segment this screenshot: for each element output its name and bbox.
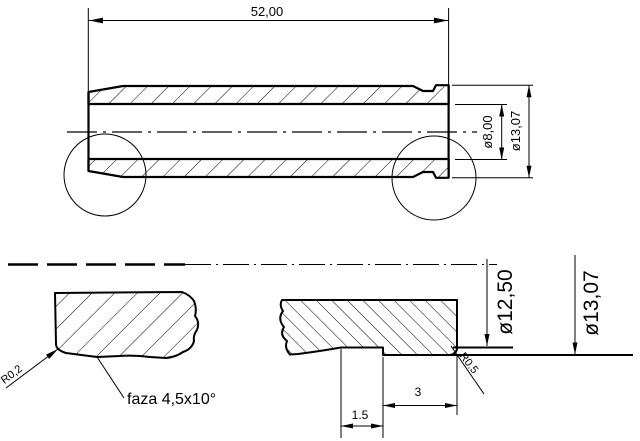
- chamfer-label: faza 4,5x10°: [127, 391, 216, 408]
- ramp-length-dimension: 1.5: [340, 349, 383, 438]
- arrowhead-top: [526, 85, 532, 98]
- part-upper-wall: [87, 84, 450, 106]
- arrowhead-right: [371, 423, 383, 429]
- arrowhead-bottom: [499, 147, 505, 160]
- bore-diameter-dimension: ø8,00: [455, 104, 507, 160]
- groove-diameter-label: ø12,50: [494, 269, 517, 334]
- arrowhead-right: [445, 403, 457, 408]
- detail-left-body: [54, 291, 200, 359]
- detail-view-left: R0,2 faza 4,5x10°: [0, 291, 216, 408]
- length-label: 52,00: [251, 4, 284, 19]
- detail-right-body: [279, 299, 458, 356]
- groove-length-label: 3: [415, 385, 422, 399]
- arrowhead-left: [341, 423, 353, 429]
- arrowhead: [46, 349, 58, 359]
- arrowhead-down: [484, 334, 490, 346]
- outer-diameter-label-detail: ø13,07: [580, 270, 603, 335]
- corner-radius-callout: R0,2: [0, 348, 59, 389]
- length-dimension: 52,00: [87, 4, 450, 91]
- outer-diameter-label: ø13,07: [508, 111, 523, 151]
- chamfer-callout: faza 4,5x10°: [96, 356, 216, 408]
- outer-diameter-dimension-top: ø13,07: [452, 84, 533, 179]
- detail-circle-left: [63, 133, 147, 217]
- arrowhead-right: [434, 17, 448, 24]
- detail-view-right: R0.5 3 1.5 ø12,50 ø13: [279, 255, 633, 438]
- groove-diameter-dimension: ø12,50: [484, 259, 517, 346]
- main-section-view: [63, 84, 477, 221]
- arrowhead-bottom: [526, 165, 532, 178]
- ramp-length-label: 1.5: [352, 408, 369, 422]
- bore-diameter-label: ø8,00: [480, 115, 495, 148]
- outer-diameter-dimension-detail: ø13,07: [572, 255, 603, 355]
- groove-radius-callout: R0.5: [450, 345, 485, 395]
- groove-length-dimension: 3: [382, 356, 458, 438]
- arrowhead-left: [383, 403, 395, 408]
- leader-line: [450, 345, 485, 395]
- arrowhead-left: [89, 17, 103, 24]
- leader-line: [96, 356, 125, 399]
- arrowhead-top: [499, 104, 505, 117]
- arrowhead-down: [572, 342, 578, 355]
- part-lower-wall: [87, 157, 450, 179]
